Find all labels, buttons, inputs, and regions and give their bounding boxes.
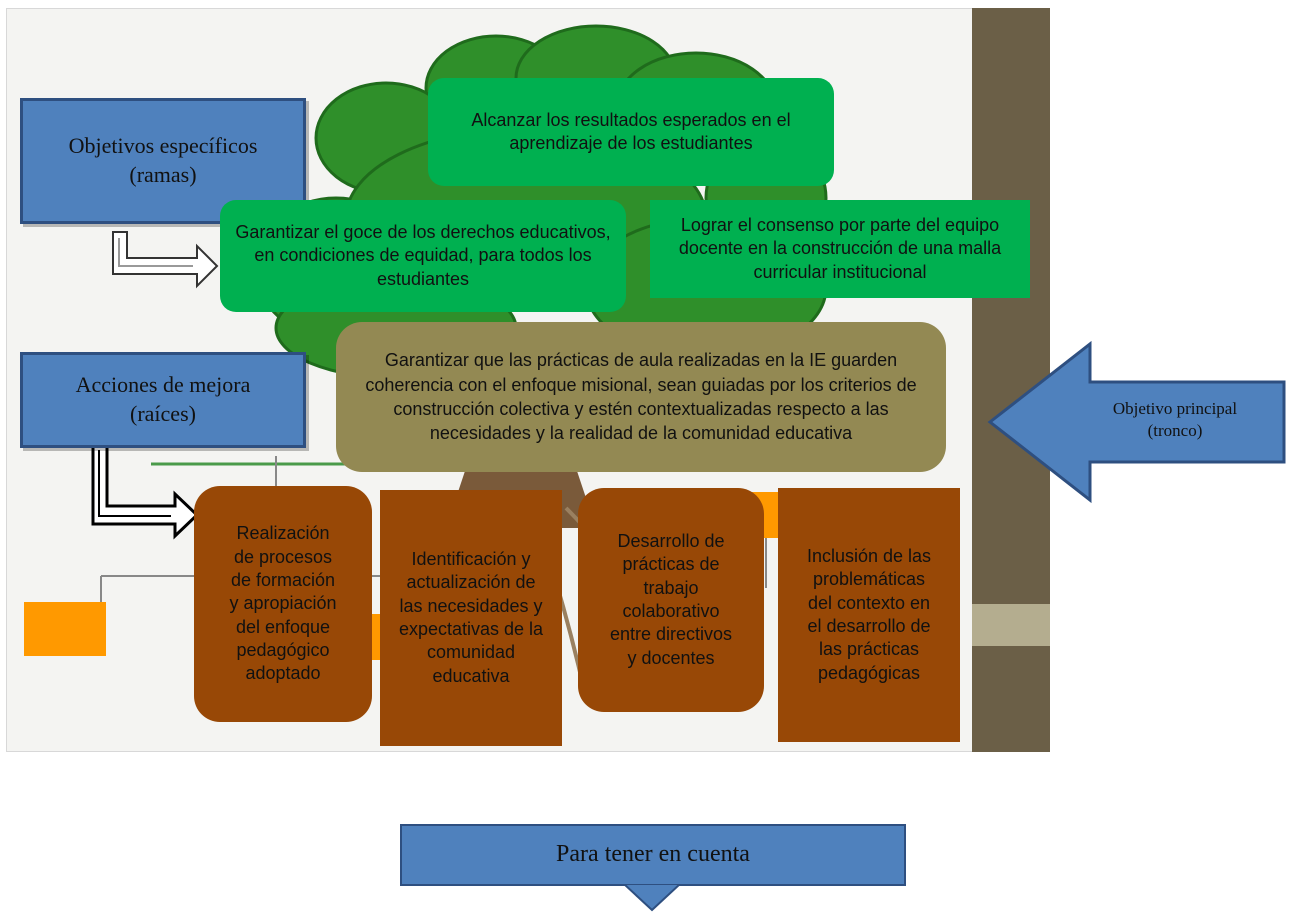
accion-de-mejora-4: Inclusión de las problemáticas del conte… <box>778 488 960 742</box>
accion-de-mejora-1: Realización de procesos de formación y a… <box>194 486 372 722</box>
accion-de-mejora-3: Desarrollo de prácticas de trabajo colab… <box>578 488 764 712</box>
label-acciones-de-mejora: Acciones de mejora (raíces) <box>20 352 306 448</box>
orange-bar-left <box>24 602 106 656</box>
arrow-objetivos-icon <box>112 231 219 289</box>
objetivo-principal-arrow-icon <box>987 340 1286 504</box>
para-tener-en-cuenta-box: Para tener en cuenta <box>400 824 906 886</box>
down-arrow-icon <box>622 884 682 912</box>
objetivo-especifico-1: Alcanzar los resultados esperados en el … <box>428 78 834 186</box>
arrow-acciones-icon <box>91 442 200 540</box>
accion-de-mejora-2: Identificación y actualización de las ne… <box>380 490 562 746</box>
objetivo-especifico-2: Garantizar el goce de los derechos educa… <box>220 200 626 312</box>
objetivo-principal: Garantizar que las prácticas de aula rea… <box>336 322 946 472</box>
side-stripe <box>972 604 1050 646</box>
objetivo-especifico-3: Lograr el consenso por parte del equipo … <box>650 200 1030 298</box>
label-objetivo-principal: Objetivo principal (tronco) <box>1112 399 1238 441</box>
